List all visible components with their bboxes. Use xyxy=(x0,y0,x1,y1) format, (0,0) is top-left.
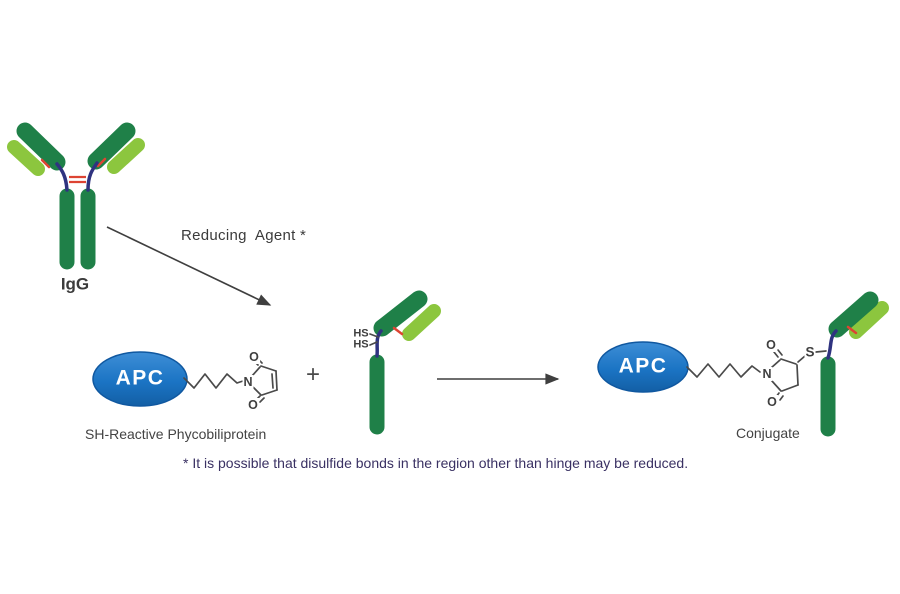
igg-hinge-left xyxy=(55,162,69,192)
maleimide-double-bond-outer xyxy=(275,370,278,391)
apc-ellipse-left xyxy=(92,351,188,407)
thiol-label-2: HS xyxy=(353,338,369,351)
igg-light-chain-left xyxy=(7,140,45,176)
igg-antibody xyxy=(7,122,145,270)
maleimide-carbonyl-bottom-b xyxy=(259,397,265,403)
maleimide-bond-c4-c5 xyxy=(261,389,278,396)
half-hinge xyxy=(375,329,383,358)
igg-label: IgG xyxy=(60,274,90,294)
igg-heavy-arm-left xyxy=(16,122,66,171)
succinimide-bond-c3-c4 xyxy=(796,364,799,386)
igg-hinge-right xyxy=(86,161,99,192)
succinimide-carbonyl-bottom-b xyxy=(779,395,784,401)
conjugate-disulfide xyxy=(846,325,858,335)
apc-label-right: APC xyxy=(618,354,668,378)
igg-heavy-arm-right xyxy=(87,122,136,170)
igg-disulfide-left xyxy=(40,158,51,169)
igg-disulfide-right xyxy=(96,157,107,168)
igg-light-chain-right xyxy=(107,138,145,174)
oxygen-atom-bottom-left: O xyxy=(247,398,259,412)
oxygen-atom-top-right: O xyxy=(765,338,777,352)
maleimide-bond-c5-n xyxy=(252,386,262,396)
succinimide-bond-c2-c3 xyxy=(780,358,797,365)
thiol-bond-2 xyxy=(369,341,378,346)
plus-sign: + xyxy=(305,361,321,388)
succinimide-bond-c5-n xyxy=(771,380,782,392)
maleimide-bond-n-c2 xyxy=(251,366,261,377)
nitrogen-atom-left: N xyxy=(242,375,254,389)
conjugate-hinge xyxy=(826,329,838,360)
succinimide-bond-c4-c5 xyxy=(781,384,799,392)
linker-chain-left xyxy=(183,373,244,389)
half-disulfide xyxy=(392,326,404,336)
succinimide-carbonyl-top-b xyxy=(777,349,783,356)
thioether-bond-s-hinge xyxy=(815,350,827,353)
succinimide-carbonyl-top-a xyxy=(773,351,779,358)
half-light-chain xyxy=(402,304,441,341)
maleimide-bond-c2-c3 xyxy=(260,365,277,372)
oxygen-atom-bottom-right: O xyxy=(766,395,778,409)
reduced-half-antibody xyxy=(369,290,441,435)
sulfur-atom: S xyxy=(804,344,816,360)
conjugate-heavy-arm xyxy=(828,291,879,338)
reduction-arrow xyxy=(106,226,272,306)
conjugate-product xyxy=(597,291,889,437)
thiol-bond-1 xyxy=(369,333,379,338)
nitrogen-atom-right: N xyxy=(761,367,773,381)
sh-reactive-label: SH-Reactive Phycobiliprotein xyxy=(85,426,267,442)
footnote: * It is possible that disulfide bonds in… xyxy=(183,455,689,471)
oxygen-atom-top-left: O xyxy=(248,350,260,364)
maleimide-double-bond-inner xyxy=(271,373,274,389)
conjugate-label: Conjugate xyxy=(736,425,800,441)
reducing-agent-label: Reducing Agent * xyxy=(181,227,307,244)
apc-label-left: APC xyxy=(115,366,165,390)
thiol-label-1: HS xyxy=(353,327,369,340)
half-heavy-arm xyxy=(373,290,428,337)
succinimide-bond-n-c2 xyxy=(770,359,781,369)
linker-chain-right xyxy=(686,363,761,378)
conjugate-light-chain xyxy=(849,301,889,339)
thioether-bond-c3-s xyxy=(797,355,806,363)
